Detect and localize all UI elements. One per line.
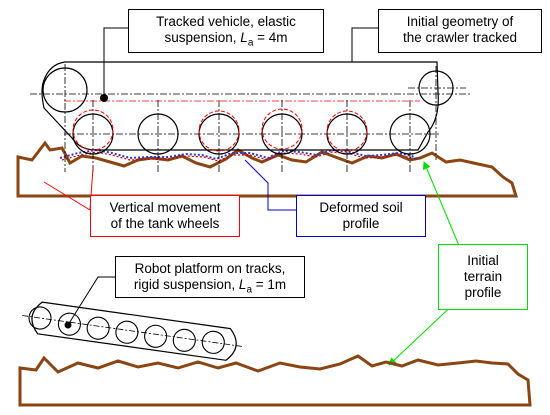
robot-platform-label: Robot platform on tracks, rigid suspensi… [115,256,305,298]
robot-platform-line2: rigid suspension, La = 1m [116,277,304,299]
initial-geometry-line2: the crawler tracked [402,30,518,45]
initial-terrain-label: Initial terrain profile [438,244,528,310]
terrain-leader-upper [423,161,461,249]
upper-terrain-profile [16,140,519,198]
robot-wheel-4 [115,320,139,344]
initial-geometry-line1: Initial geometry of [406,14,514,29]
initial-terrain-line2: terrain [463,269,503,284]
deformed-soil-line2: profile [342,216,380,231]
deformed-soil-line-red [61,151,413,162]
tracked-vehicle-line2-suffix: = 4m [253,30,288,45]
vertical-movement-line1: Vertical movement [109,200,221,215]
initial-terrain-line3: profile [464,285,502,300]
initial-geometry-label: Initial geometry of the crawler tracked [378,9,542,53]
initial-terrain-line1: Initial [467,253,499,268]
robot-wheel-3 [86,316,110,340]
robot-platform-line2-prefix: rigid suspension, [133,277,239,292]
robot-platform [22,301,245,361]
tracked-vehicle-leader [103,27,128,98]
lower-terrain-profile [18,354,532,407]
tracked-vehicle-subscript: a [247,37,254,49]
robot-wheel-5 [144,324,168,348]
upper-track-outline [41,61,439,151]
tracked-vehicle-symbol: L [240,30,248,45]
tracked-vehicle-line2-prefix: suspension, [164,30,241,45]
robot-platform-subscript: a [246,284,252,296]
initial-geometry-leader [351,27,378,62]
robot-platform-line2-suffix: = 1m [252,277,287,292]
robot-track-outline [31,301,237,361]
robot-platform-line1: Robot platform on tracks, [134,261,286,276]
tracked-vehicle-label: Tracked vehicle, elastic suspension, La … [128,9,324,53]
deformed-soil-leader [244,159,296,211]
tracked-vehicle-line2: suspension, La = 4m [129,30,323,52]
vertical-movement-leader-a [43,181,91,211]
tracked-vehicle-line1: Tracked vehicle, elastic [156,14,296,29]
robot-platform-leader [67,276,115,326]
deformed-soil-line-blue [59,148,419,161]
vertical-movement-line2: of the tank wheels [110,216,220,231]
road-wheels [72,100,431,172]
robot-wheel-7 [201,330,225,354]
robot-wheel-2 [57,312,81,336]
robot-wheel-1 [28,306,52,330]
deformed-soil-line1: Deformed soil [319,200,403,215]
robot-platform-symbol: L [238,277,247,292]
vertical-movement-label: Vertical movement of the tank wheels [90,195,240,237]
robot-centerline [22,315,245,348]
deformed-soil-label: Deformed soil profile [296,195,426,237]
robot-wheel-6 [172,328,196,352]
